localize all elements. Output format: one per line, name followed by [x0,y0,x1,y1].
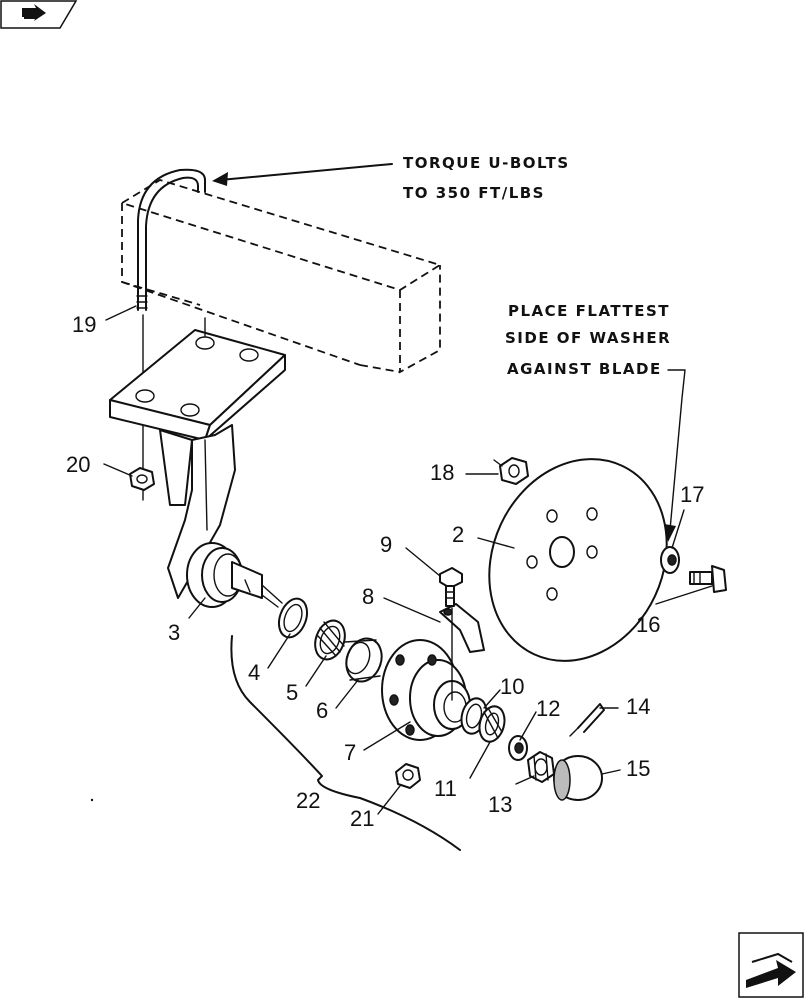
seal [277,597,309,639]
blade-washer [660,546,680,574]
outer-bearing-cone [478,705,506,743]
callout-5: 5 [286,680,298,705]
callout-13: 13 [488,792,512,817]
callout-18: 18 [430,460,454,485]
toolbar-dashed [119,179,443,374]
mounting-bracket [109,317,286,441]
u-bolt-nut [129,467,155,491]
callout-14: 14 [626,694,650,719]
torque-note-line-1: TORQUE U-BOLTS [403,154,570,172]
inner-bearing-cup [344,637,383,683]
blade-bolt [689,565,727,593]
blade-nut [493,457,529,485]
callout-20: 20 [66,452,90,477]
callout-9: 9 [380,532,392,557]
callout-8: 8 [362,584,374,609]
hub-assembly-bracket-line [230,635,461,851]
next-page-arrow-icon[interactable] [738,932,804,998]
callout-2: 2 [452,522,464,547]
callout-21: 21 [350,806,374,831]
callout-16: 16 [636,612,660,637]
callout-10: 10 [500,674,524,699]
scraper [439,603,485,653]
callout-12: 12 [536,696,560,721]
back-arrow-icon[interactable] [0,0,78,30]
hub-nut [395,763,421,789]
scraper-bolt [439,567,463,607]
callout-22: 22 [296,788,320,813]
callout-7: 7 [344,740,356,765]
washer-note-line-2: SIDE OF WASHER [505,329,671,347]
disc-blade [488,458,668,662]
callout-3: 3 [168,620,180,645]
torque-note-leader [212,163,393,186]
dust-cap [553,755,603,801]
washer-note-line-3: AGAINST BLADE [507,360,662,378]
hub [381,639,471,741]
cotter-pin [569,703,605,737]
callout-15: 15 [626,756,650,781]
castle-nut [527,751,555,783]
callout-11: 11 [434,776,457,801]
scan-speck [90,798,94,802]
spindle [186,542,283,608]
spindle-washer [508,735,528,761]
washer-note-line-1: PLACE FLATTEST [508,302,670,320]
callout-19: 19 [72,312,96,337]
callout-6: 6 [316,698,328,723]
callout-17: 17 [680,482,704,507]
leader-lines [103,305,713,815]
torque-note-line-2: TO 350 FT/LBS [403,184,545,202]
callout-4: 4 [248,660,260,685]
inner-bearing-cone [314,619,346,661]
